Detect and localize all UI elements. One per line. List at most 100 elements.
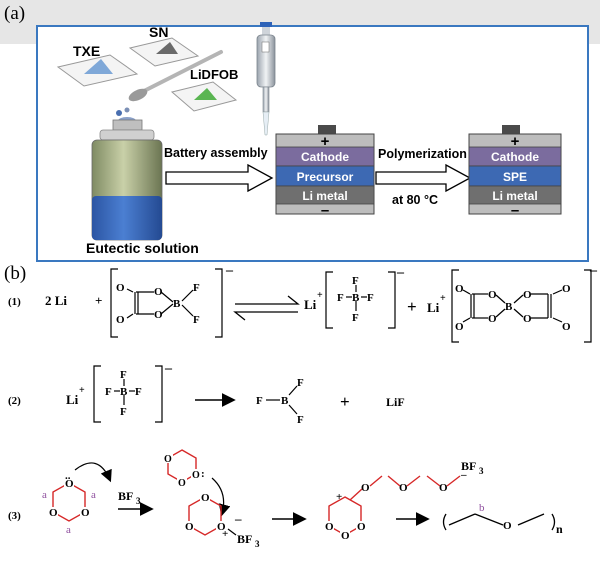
eq3-t4-o3: O: [341, 530, 350, 542]
eq2-bf4-anion: [93, 365, 163, 423]
eq1-plus-1: +: [95, 293, 102, 308]
cell-precursor: [275, 125, 375, 215]
eq2-bf3-f3: F: [297, 414, 304, 426]
eq1-bob-o1: O: [455, 283, 464, 295]
eutectic-bottle-icon: [91, 107, 163, 241]
cell1-plus: +: [321, 133, 330, 150]
eq1-bf4-f-left: F: [337, 292, 344, 304]
eq1-dfob-f1: F: [193, 282, 200, 294]
eq1-bob-charge: –: [589, 263, 598, 278]
eq3-bf3-reagent-sub: 3: [136, 496, 141, 506]
eq2-li: Li: [66, 392, 79, 407]
cell1-minus: –: [321, 202, 329, 219]
cell2-minus: –: [511, 202, 519, 219]
eq2-bf4-f-right: F: [135, 386, 142, 398]
eq3-trioxane-1: [52, 482, 86, 522]
eq1-li-1-charge: +: [317, 290, 323, 301]
eq3-t3-o3: O: [217, 521, 226, 533]
eq3-label-a-2: a: [91, 489, 96, 501]
eq1-reactant-li: 2 Li: [45, 293, 67, 308]
equilibrium-arrow: [233, 295, 300, 321]
polymerization-arrow: [375, 163, 472, 193]
eq1-plus-2: +: [407, 297, 417, 316]
eq3-t4-plus: +: [336, 491, 342, 503]
lidfob-label: LiDFOB: [190, 67, 238, 82]
eq3-curved-arrow-1: [74, 462, 112, 483]
eq1-bob-o2: O: [455, 321, 464, 333]
eq3-polymer-o: O: [503, 520, 512, 532]
eq1-bob-o7: O: [562, 283, 571, 295]
eq3-trioxane-3: [188, 496, 222, 536]
cell2-spe-label: SPE: [503, 170, 527, 184]
eq1-bob-o3: O: [488, 289, 497, 301]
eq2-plus: +: [340, 392, 350, 411]
polymerization-temp-label: at 80 °C: [392, 193, 438, 207]
bob-anion: [451, 269, 592, 343]
cell2-plus: +: [511, 133, 520, 150]
eq3-t3-bf3-sub: 3: [255, 539, 260, 549]
eq1-number: (1): [8, 296, 21, 308]
eq3-label-a-1: a: [42, 489, 47, 501]
eq3-chain-minus: –: [460, 469, 467, 481]
eutectic-solution-label: Eutectic solution: [86, 240, 199, 256]
eq2-lif: LiF: [386, 395, 405, 409]
eq3-t2-o1: O: [164, 454, 172, 465]
eq3-curved-arrow-2: [211, 477, 231, 517]
eq1-bob-o5: O: [523, 289, 532, 301]
eq3-number: (3): [8, 510, 21, 522]
eq3-t1-o2: O: [49, 507, 58, 519]
eq1-li-2-charge: +: [440, 293, 446, 304]
eq1-dfob-o4: O: [154, 309, 163, 321]
eq3-label-b: b: [479, 502, 485, 514]
eq3-chain-bf3: BF: [461, 459, 476, 473]
eq3-t1-o1: O: [65, 478, 74, 490]
dfob-anion: [110, 268, 223, 338]
eq3-chain-bf3-sub: 3: [479, 466, 484, 476]
eq2-bf4-f-top: F: [120, 369, 127, 381]
eq1-bf4-b: B: [352, 292, 360, 304]
eq3-polymer-n: n: [556, 522, 563, 536]
eq3-polymer: [442, 513, 556, 531]
sn-label: SN: [149, 24, 168, 40]
eq3-chain-o2: O: [399, 482, 408, 494]
eq3-t4-o2: O: [357, 521, 366, 533]
eq1-dfob-charge: –: [225, 263, 234, 278]
bf4-anion-1: [325, 271, 396, 329]
eq1-dfob-o1: O: [116, 282, 125, 294]
eq2-bf4-charge: –: [164, 361, 173, 376]
cell1-cathode-label: Cathode: [301, 150, 349, 164]
eq3-chain-o3: O: [439, 482, 448, 494]
eq1-dfob-f2: F: [193, 314, 200, 326]
eq1-bob-o4: O: [488, 313, 497, 325]
battery-assembly-label: Battery assembly: [164, 146, 268, 160]
eq3-t3-o1: O: [201, 492, 210, 504]
battery-assembly-arrow: [165, 163, 274, 193]
eq3-t4-o1: O: [325, 521, 334, 533]
eq3-t3-bond: [227, 528, 237, 536]
eq3-bf3-reagent: BF: [118, 489, 133, 503]
eq2-bf3-b: B: [281, 395, 289, 407]
eq2-li-charge: +: [79, 385, 85, 396]
sn-sheet: [128, 37, 200, 67]
eq3-t3-minus: –: [234, 511, 242, 526]
eq1-dfob-o3: O: [154, 286, 163, 298]
cell1-precursor-label: Precursor: [297, 170, 354, 184]
cell-spe: [468, 125, 562, 215]
eq2-number: (2): [8, 395, 21, 407]
eq2-bf4-b: B: [120, 386, 128, 398]
eq1-bob-b: B: [505, 301, 513, 313]
eq1-bf4-f-top: F: [352, 275, 359, 287]
eq1-dfob-o2: O: [116, 314, 125, 326]
txe-label: TXE: [73, 43, 100, 59]
eq1-dfob-b: B: [173, 298, 181, 310]
cell2-cathode-label: Cathode: [491, 150, 539, 164]
eq3-t2-colon: :: [201, 468, 205, 480]
eq1-bf4-charge: –: [396, 265, 405, 280]
eq3-t3-bf3: BF: [237, 532, 252, 546]
eq3-chain-o1: O: [361, 482, 370, 494]
eq1-li-2: Li: [427, 300, 440, 315]
polymerization-label: Polymerization: [378, 147, 467, 161]
txe-sheet: [56, 54, 139, 87]
eq3-label-a-3: a: [66, 524, 71, 536]
